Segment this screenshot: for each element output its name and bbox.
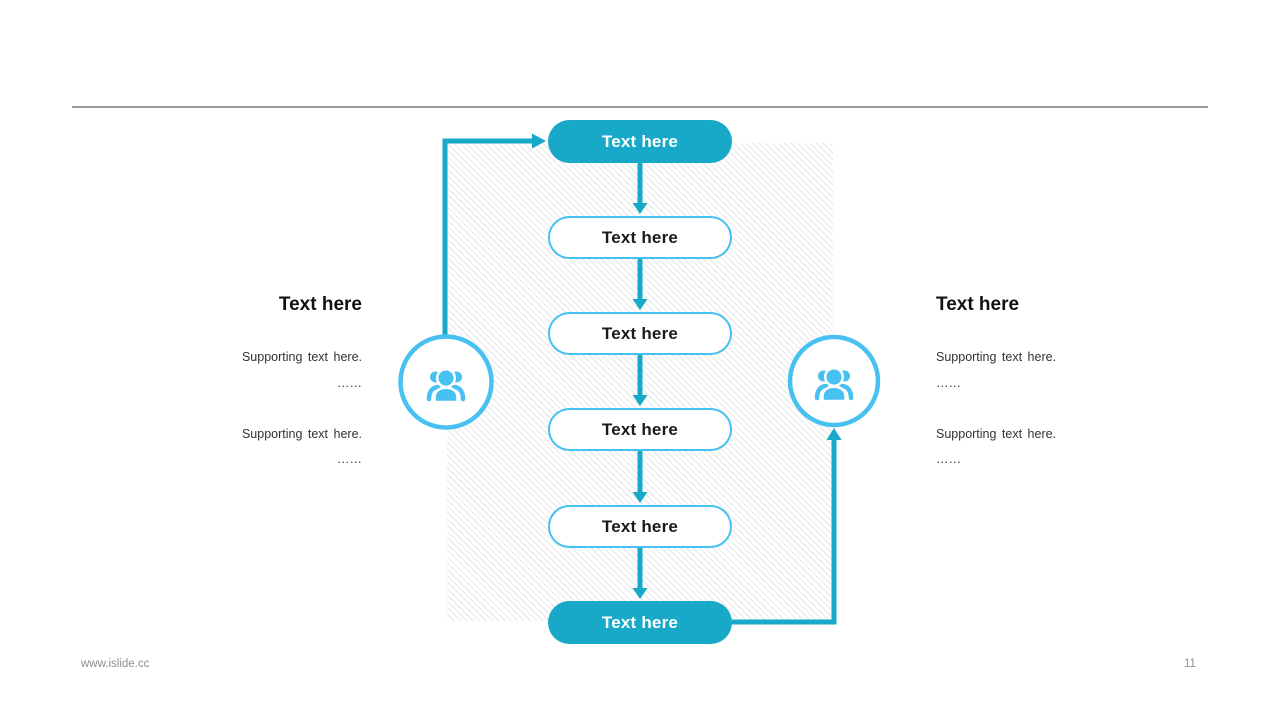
right-loop-arrow	[732, 428, 842, 625]
flow-node-2-label: Text here	[601, 227, 679, 247]
flow-node-5-label: Text here	[601, 516, 679, 536]
flow-node-4-label: Text here	[601, 419, 679, 439]
header-divider-line	[72, 106, 1208, 108]
left-panel-title: Text here	[278, 294, 362, 315]
connector-arrow-2	[632, 259, 648, 310]
flow-node-3: Text here	[548, 312, 732, 355]
right-panel-title: Text here	[936, 294, 1020, 315]
right-panel-line-2: ……	[936, 376, 961, 390]
connector-arrow-1	[632, 163, 648, 214]
right-text-panel: Text here Supporting text here. …… Suppo…	[936, 294, 1218, 479]
flow-node-6-label: Text here	[601, 612, 679, 632]
connector-arrow-4	[632, 451, 648, 503]
left-person-circle	[398, 334, 494, 430]
flow-node-6: Text here	[548, 601, 732, 644]
flow-node-4: Text here	[548, 408, 732, 451]
left-panel-line-3: Supporting text here.	[241, 427, 362, 441]
right-panel-line-3: Supporting text here.	[936, 427, 1057, 441]
footer-page-number: 11	[1184, 658, 1196, 670]
footer-website: www.islide.cc	[81, 658, 150, 670]
right-person-circle	[787, 334, 881, 428]
right-panel-line-4: ……	[936, 452, 961, 466]
flow-node-2: Text here	[548, 216, 732, 259]
left-panel-line-4: ……	[337, 452, 362, 466]
users-group-icon	[814, 366, 854, 403]
connector-arrow-5	[632, 548, 648, 599]
left-panel-line-1: Supporting text here.	[241, 350, 362, 364]
flow-node-5: Text here	[548, 505, 732, 548]
flow-node-3-label: Text here	[601, 323, 679, 343]
left-loop-arrow	[442, 133, 546, 337]
left-text-panel: Text here Supporting text here. …… Suppo…	[80, 294, 362, 479]
users-group-icon	[426, 367, 466, 404]
connector-arrow-3	[632, 355, 648, 406]
flow-node-1-label: Text here	[601, 131, 679, 151]
flow-node-1: Text here	[548, 120, 732, 163]
left-panel-line-2: ……	[337, 376, 362, 390]
right-panel-line-1: Supporting text here.	[936, 350, 1057, 364]
